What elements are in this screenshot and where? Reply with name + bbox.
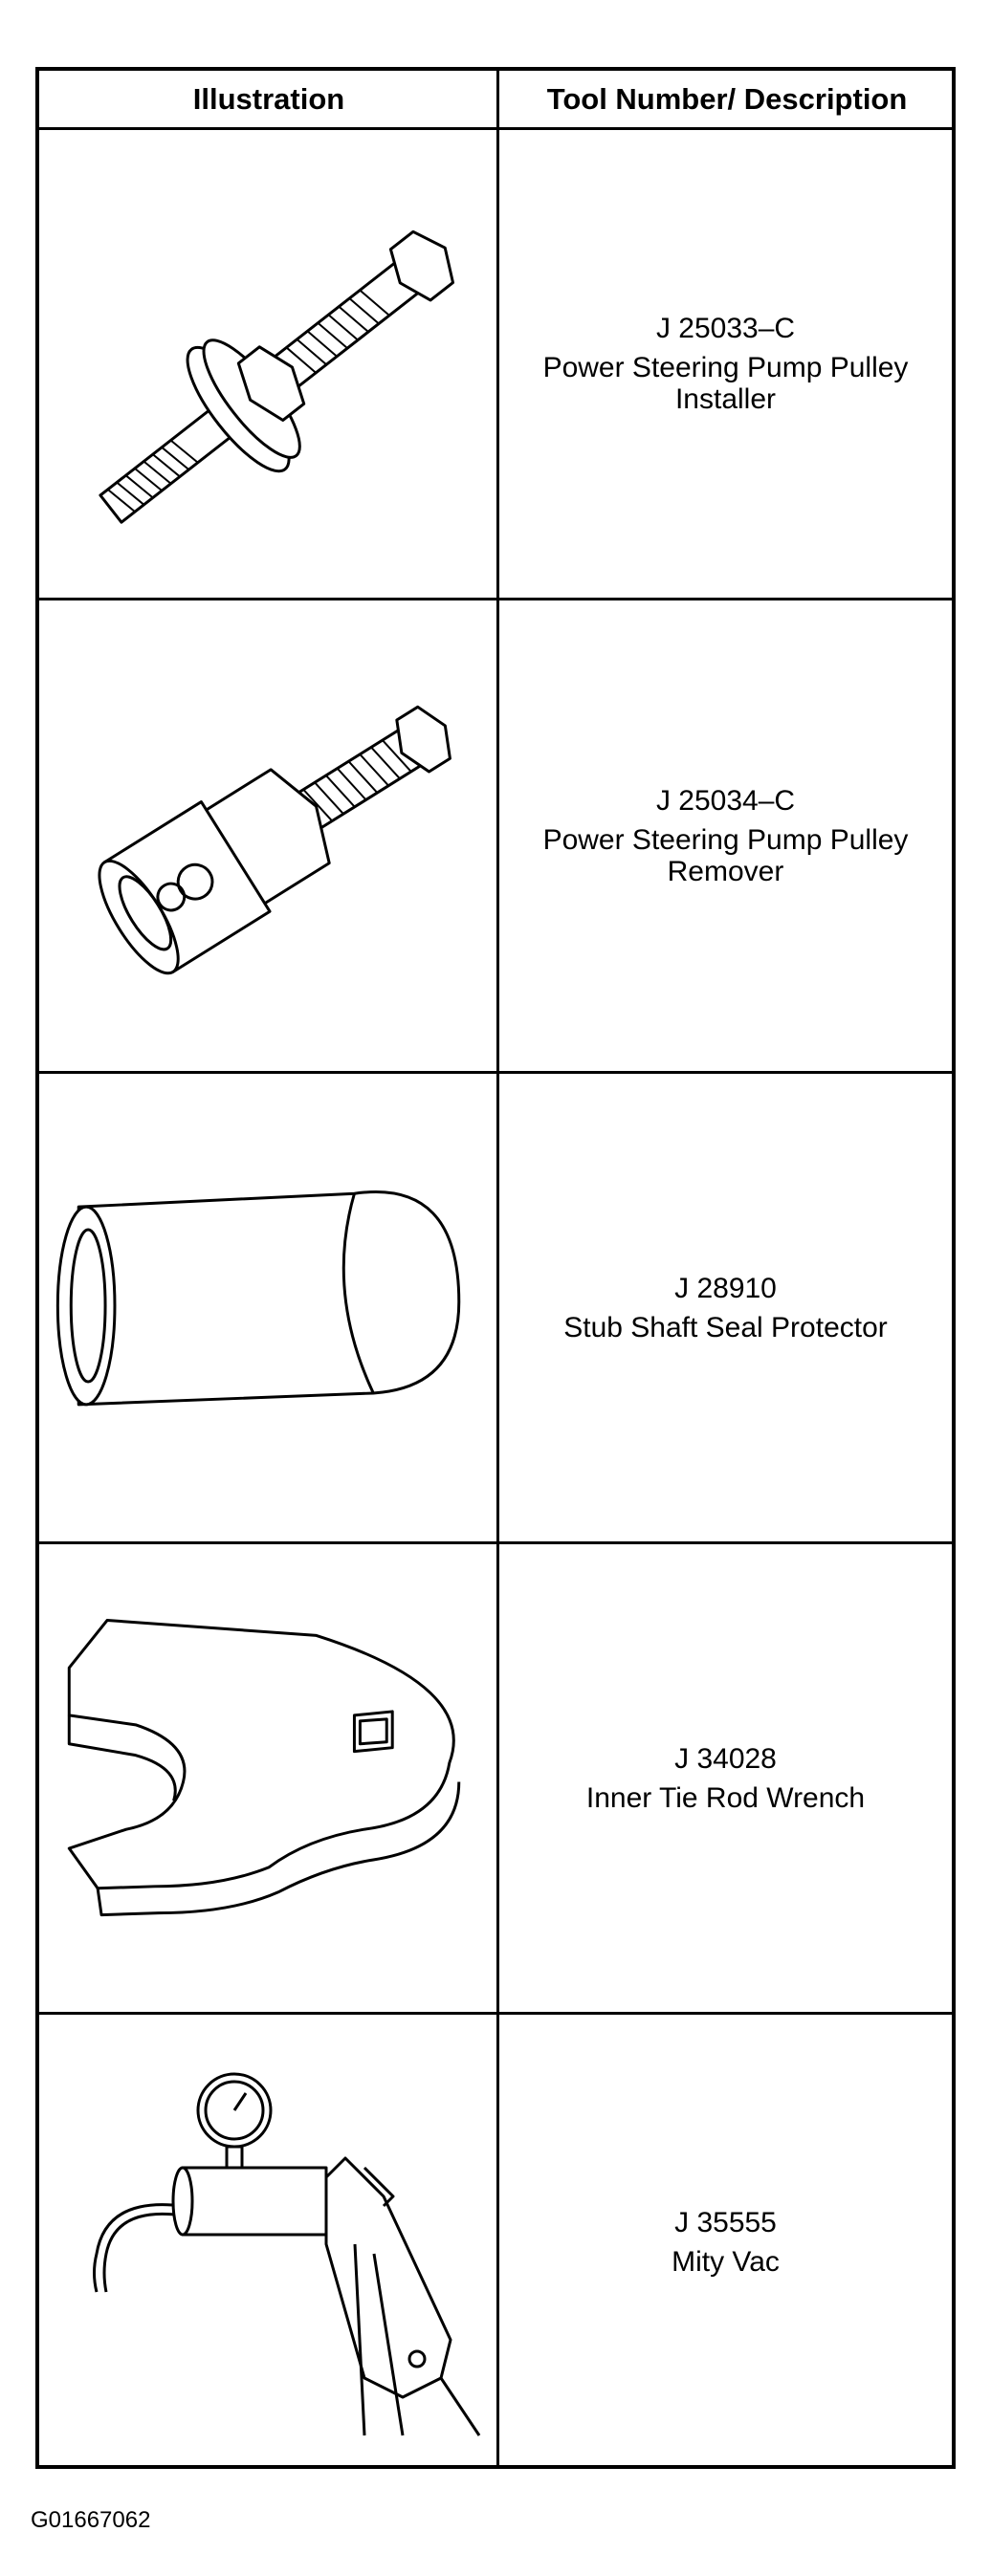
tool-number: J 25033–C xyxy=(655,313,796,344)
pulley-remover-icon xyxy=(39,600,496,1071)
table-row: J 34028 Inner Tie Rod Wrench xyxy=(39,1544,952,2015)
header-tool-description: Tool Number/ Description xyxy=(546,81,908,116)
table-row: J 25033–C Power Steering Pump Pulley Ins… xyxy=(39,130,952,600)
header-illustration: Illustration xyxy=(192,81,345,116)
tool-number: J 25034–C xyxy=(655,784,796,817)
tool-number: J 28910 xyxy=(674,1272,777,1304)
table-row: J 25034–C Power Steering Pump Pulley Rem… xyxy=(39,600,952,1074)
tool-description: Power Steering Pump Pulley Remover xyxy=(542,823,909,887)
tool-description: Stub Shaft Seal Protector xyxy=(563,1311,888,1343)
tool-description: Mity Vac xyxy=(672,2245,780,2278)
column-divider xyxy=(496,71,499,2465)
tie-rod-wrench-icon xyxy=(39,1544,496,2012)
seal-protector-icon xyxy=(39,1074,496,1541)
tool-description: Power Steering Pump Pulley Installer xyxy=(542,352,909,415)
table-header: Illustration Tool Number/ Description xyxy=(39,71,952,130)
tool-table: Illustration Tool Number/ Description xyxy=(35,67,956,2469)
tool-cell: J 25033–C Power Steering Pump Pulley Ins… xyxy=(499,130,952,598)
pulley-installer-icon xyxy=(39,130,496,598)
figure-id: G01667062 xyxy=(31,2507,151,2533)
mity-vac-icon xyxy=(39,2015,496,2469)
tool-number: J 35555 xyxy=(674,2206,777,2238)
tool-description: Inner Tie Rod Wrench xyxy=(585,1781,866,1814)
table-row: J 28910 Stub Shaft Seal Protector xyxy=(39,1074,952,1544)
tool-cell: J 35555 Mity Vac xyxy=(499,2015,952,2469)
tool-number: J 34028 xyxy=(674,1742,777,1775)
tool-cell: J 34028 Inner Tie Rod Wrench xyxy=(499,1544,952,2012)
table-row: J 35555 Mity Vac xyxy=(39,2015,952,2469)
tool-cell: J 28910 Stub Shaft Seal Protector xyxy=(499,1074,952,1541)
tool-cell: J 25034–C Power Steering Pump Pulley Rem… xyxy=(499,600,952,1071)
